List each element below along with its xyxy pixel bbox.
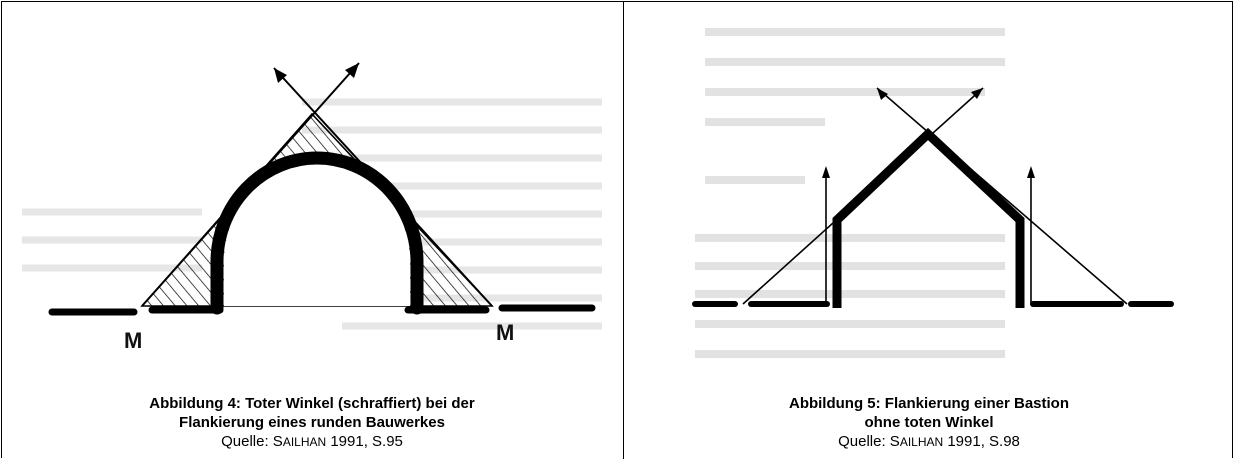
round-building-interior: [224, 162, 410, 306]
marker-m-right: M: [496, 320, 514, 345]
arrow-head-icon: [345, 63, 359, 78]
source-author-rest: AILHAN: [899, 435, 944, 449]
arrow-head-icon: [971, 88, 983, 99]
marker-m-left: M: [124, 328, 142, 353]
figure-5-source: Quelle: SAILHAN 1991, S.98: [625, 432, 1233, 452]
source-prefix: Quelle:: [838, 433, 890, 450]
column-divider: [623, 1, 624, 459]
arrow-head-icon: [274, 68, 287, 83]
faded-background-text: [695, 28, 1005, 358]
source-ref: 1991, S.95: [326, 433, 403, 450]
round-building-wall: [210, 151, 424, 315]
figure-4-source: Quelle: SAILHAN 1991, S.95: [2, 432, 622, 452]
figure-4-caption-title: Abbildung 4: Toter Winkel (schraffiert) …: [149, 395, 475, 431]
figure-4-panel: M M Abbildung 4: Toter Winkel (schraffie…: [2, 2, 622, 459]
bastion-wall: [832, 127, 1025, 308]
figure-4-caption: Abbildung 4: Toter Winkel (schraffiert) …: [2, 394, 622, 452]
figure-5-drawing: [692, 28, 1174, 358]
figure-5-caption: Abbildung 5: Flankierung einer Bastion o…: [625, 394, 1233, 452]
flanking-lines: [141, 62, 493, 307]
figure-5-caption-title: Abbildung 5: Flankierung einer Bastion o…: [788, 395, 1070, 431]
source-author-initial: S: [889, 433, 900, 450]
figure-5-panel: Abbildung 5: Flankierung einer Bastion o…: [625, 2, 1233, 459]
arrow-head-icon: [877, 88, 888, 100]
source-author-initial: S: [272, 433, 283, 450]
arrow-head-icon: [1027, 166, 1035, 178]
figure-4-drawing: M M: [22, 62, 602, 353]
source-author-rest: AILHAN: [282, 435, 327, 449]
source-ref: 1991, S.98: [943, 433, 1020, 450]
source-prefix: Quelle:: [221, 433, 273, 450]
curtain-wall: [48, 304, 596, 316]
flanking-lines: [742, 87, 1128, 305]
arrow-head-icon: [822, 166, 830, 178]
